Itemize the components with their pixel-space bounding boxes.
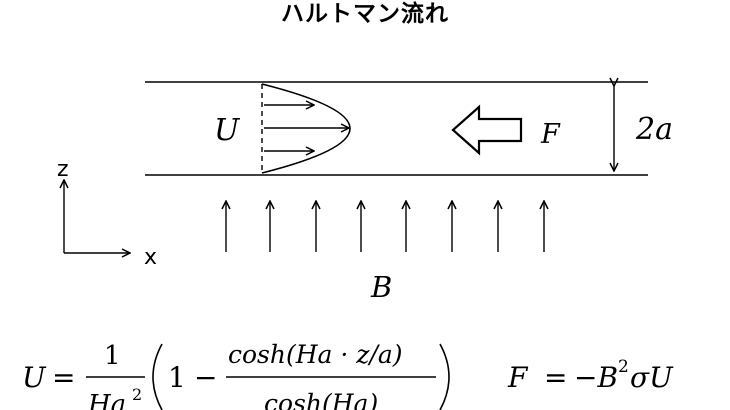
force-arrow [451,104,523,156]
eq-paren-minus: − [194,361,217,394]
eq-f-rhs-prefix: −B [574,361,618,394]
velocity-label: U [214,113,241,148]
force-equation: F = −B 2 σU [507,357,674,394]
height-label: 2a [635,112,673,147]
eq-frac1-denominator: Ha [87,390,126,410]
eq-f-equals: = [544,361,567,394]
force-label: F [540,119,561,150]
magnetic-field-arrows [226,201,544,252]
eq-paren-one: 1 [168,361,186,394]
eq-open-paren [152,343,163,410]
eq-u-equals: = [52,361,75,394]
eq-frac1-numerator: 1 [104,341,121,371]
diagram-title: ハルトマン流れ [281,1,449,27]
eq-close-paren [439,343,450,410]
field-label: B [370,270,392,304]
eq-f-rhs-suffix: σU [630,361,674,394]
eq-frac2-denominator: cosh(Ha) [264,389,378,410]
eq-f-symbol: F [507,361,529,394]
x-axis-label: x [144,245,157,270]
velocity-equation: U = 1 Ha 2 1 − cosh(Ha · z/a) cosh(Ha) [22,340,450,410]
z-axis-label: z [57,157,69,182]
eq-f-exponent: 2 [618,357,629,377]
eq-frac1-exponent: 2 [132,385,142,404]
eq-frac2-numerator: cosh(Ha · z/a) [228,340,403,369]
eq-u-symbol: U [22,361,47,394]
